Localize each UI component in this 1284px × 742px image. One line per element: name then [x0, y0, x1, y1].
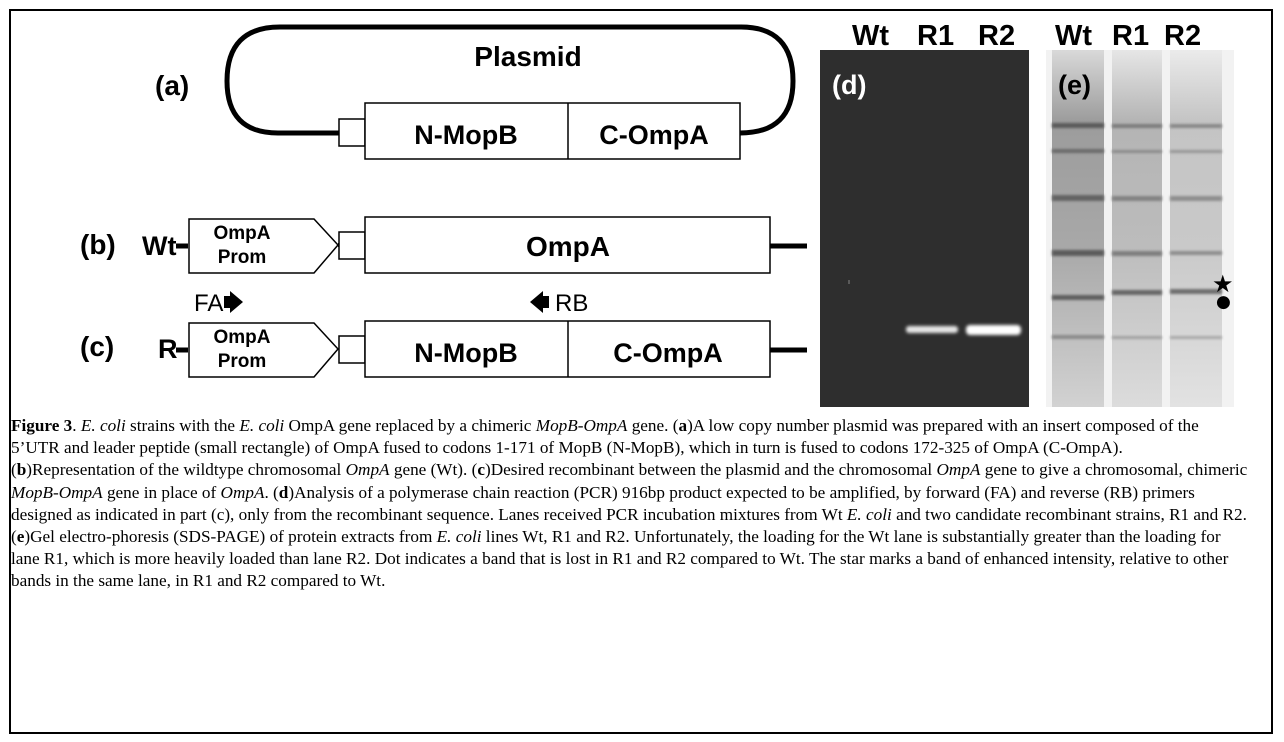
- gel-e-protein-bands: [1052, 123, 1222, 339]
- caption-text: and two candidate recombinant strains, R…: [11, 504, 1247, 547]
- caption-text: gene in place of: [102, 482, 221, 502]
- promoter-c-line1: OmpA: [214, 327, 271, 348]
- caption-panel-ref: c: [477, 460, 485, 480]
- plasmid-label: Plasmid: [474, 41, 581, 72]
- strain-r-label: R: [158, 334, 178, 364]
- segment-n-mopb-a: N-MopB: [414, 120, 517, 150]
- gel-e-band: [1170, 124, 1222, 128]
- panel-d-label: (d): [832, 70, 867, 100]
- forward-primer-arrow: [224, 291, 243, 313]
- gel-e-band: [1170, 196, 1222, 201]
- sds-page-lanes: [1052, 50, 1222, 407]
- pcr-gel-bands: [848, 280, 1021, 335]
- plasmid-loop: [224, 24, 796, 136]
- gel-e-band-star: [1170, 289, 1222, 294]
- caption-text: )Analysis of a polymerase chain reaction…: [11, 482, 1195, 524]
- gel-d-band-r1: [906, 326, 958, 333]
- panel-b-label: (b): [80, 229, 116, 260]
- gel-d-band-r2: [966, 325, 1021, 335]
- gene-schematic: (a) Plasmid N-MopB C-OmpA (b) Wt OmpA Pr…: [80, 24, 807, 378]
- gel-e-band: [1052, 195, 1104, 201]
- gene-box-b: [364, 216, 771, 274]
- panel-c-label: (c): [80, 331, 114, 362]
- gel-e-band: [1170, 251, 1222, 255]
- gel-e-band: [1170, 150, 1222, 153]
- leader-box-a: [338, 118, 366, 147]
- caption-text: OmpA gene replaced by a chimeric: [284, 416, 536, 435]
- caption-text: . (: [264, 482, 279, 502]
- sds-page-gel-image: (e): [1046, 50, 1234, 407]
- forward-primer-label: FA: [194, 290, 223, 317]
- promoter-arrow-c: [188, 322, 340, 378]
- gel-e-band: [1112, 124, 1162, 128]
- gel-e-lane-r2-fill: [1170, 50, 1222, 407]
- gel-e-lane-r1: R1: [1112, 20, 1150, 52]
- caption-text: lines Wt, R1 and R2. Unfortunately, the …: [11, 527, 1229, 591]
- caption-italic: OmpA: [936, 460, 981, 480]
- star-marker-icon: ★: [1212, 270, 1234, 298]
- figure-caption: Figure 3. E. coli strains with the E. co…: [11, 415, 1251, 593]
- dot-marker-icon: ●: [1216, 292, 1231, 312]
- gel-e-band: [1052, 123, 1104, 128]
- caption-panel-ref: e: [16, 527, 25, 547]
- gel-e-lane-wt: Wt: [1055, 20, 1093, 52]
- segment-c-ompa-c: C-OmpA: [613, 338, 723, 368]
- gel-d-lane-r2: R2: [978, 20, 1016, 52]
- gel-e-band: [1170, 336, 1222, 339]
- gel-e-band: [1112, 336, 1162, 339]
- gel-d-lane-r1: R1: [917, 20, 955, 52]
- gel-e-band: [1112, 196, 1162, 201]
- caption-italic: E. coli: [846, 504, 892, 524]
- caption-italic: MopB-OmpA: [535, 416, 628, 435]
- caption-italic: OmpA: [345, 460, 390, 480]
- caption-panel-ref: d: [278, 482, 289, 502]
- gel-e-band: [1052, 149, 1104, 153]
- segment-n-mopb-c: N-MopB: [414, 338, 517, 368]
- caption-italic: E. coli: [239, 416, 285, 435]
- caption-text: )Representation of the wildtype chromoso…: [26, 460, 346, 480]
- caption-text: .: [72, 416, 81, 435]
- gel-e-band: [1112, 150, 1162, 153]
- caption-text: )Desired recombinant between the plasmid…: [485, 460, 937, 480]
- gel-d-lane-wt: Wt: [852, 20, 890, 52]
- pcr-gel-image: (d): [820, 50, 1029, 407]
- caption-text: )A low copy number plasmid was prepared …: [11, 416, 1199, 480]
- caption-text: gene. (: [627, 416, 679, 435]
- caption-italic: OmpA: [220, 482, 265, 502]
- reverse-primer-arrow: [530, 291, 549, 313]
- caption-text: gene (Wt). (: [389, 460, 478, 480]
- gel-e-band: [1112, 251, 1162, 256]
- caption-italic: E. coli: [80, 416, 126, 435]
- gel-e-band-dot: [1052, 295, 1104, 300]
- gel-e-band: [1052, 250, 1104, 256]
- caption-italic: E. coli: [436, 527, 482, 547]
- insert-box-a: [364, 102, 741, 160]
- panel-e-label: (e): [1058, 70, 1091, 100]
- panel-a-label: (a): [155, 70, 189, 101]
- leader-box-b: [338, 231, 366, 260]
- gel-e-lane-r2: R2: [1164, 20, 1202, 52]
- caption-text: )Gel electro-phoresis (SDS-PAGE) of prot…: [24, 527, 437, 547]
- reverse-primer-label: RB: [555, 290, 588, 317]
- gel-e-lane-wt-fill: [1052, 50, 1104, 407]
- gene-ompa-b: OmpA: [526, 231, 610, 262]
- promoter-b-line1: OmpA: [214, 223, 271, 244]
- promoter-b-line2: Prom: [218, 247, 267, 268]
- figure-label: Figure 3: [11, 416, 73, 435]
- promoter-arrow-b: [188, 218, 340, 274]
- caption-panel-ref: a: [678, 416, 688, 435]
- gel-d-speck: [848, 280, 850, 284]
- strain-wt-label: Wt: [142, 231, 176, 261]
- promoter-c-line2: Prom: [218, 351, 267, 372]
- caption-panel-ref: b: [16, 460, 27, 480]
- caption-italic: MopB-OmpA: [11, 482, 103, 502]
- gel-e-band: [1052, 335, 1104, 339]
- leader-box-c: [338, 335, 366, 364]
- segment-c-ompa-a: C-OmpA: [599, 120, 709, 150]
- caption-text: gene to give a chromosomal, chimeric: [980, 460, 1248, 480]
- gel-e-lane-r1-fill: [1112, 50, 1162, 407]
- caption-text: strains with the: [125, 416, 240, 435]
- gel-e-band-star: [1112, 290, 1162, 295]
